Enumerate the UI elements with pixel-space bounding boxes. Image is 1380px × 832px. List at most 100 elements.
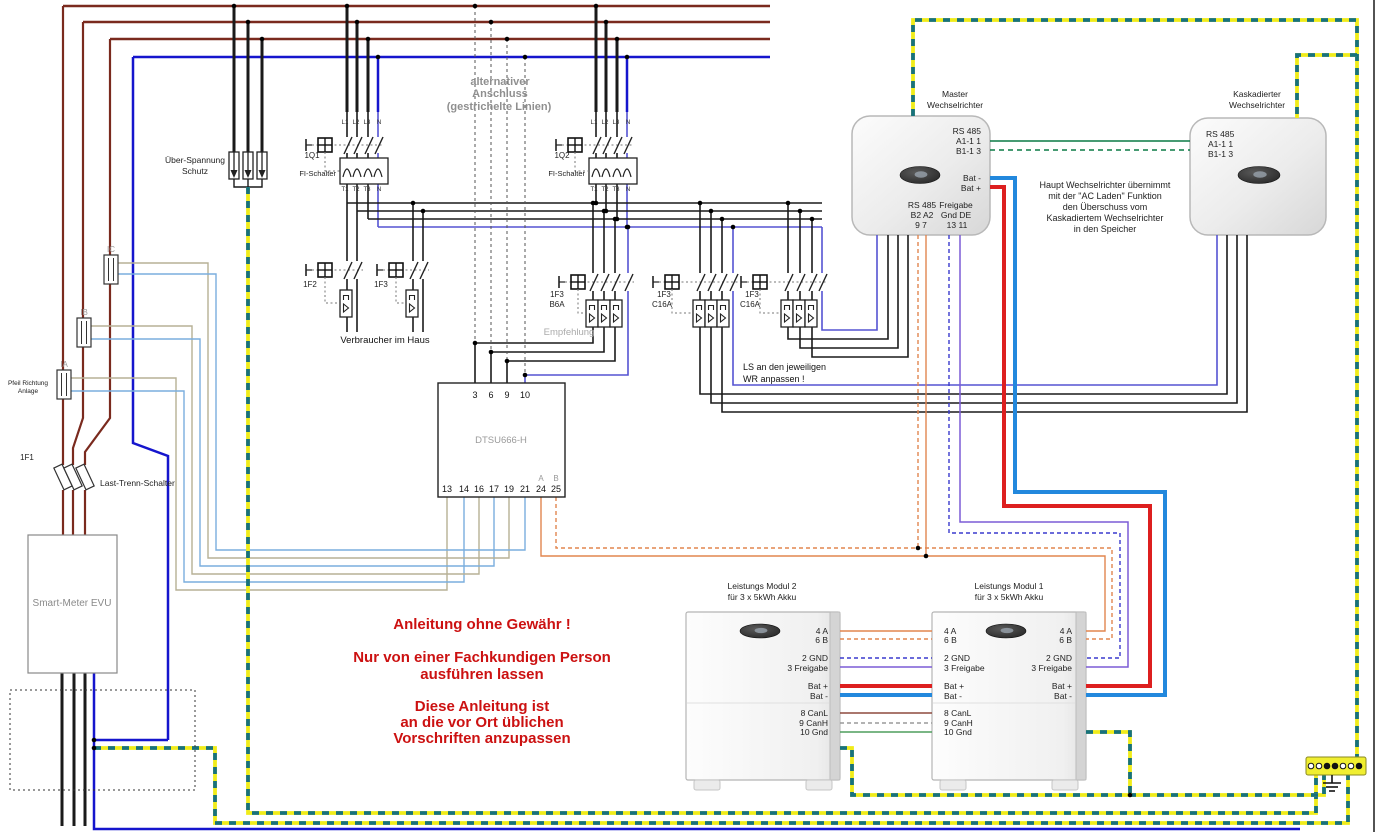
junction-dot <box>91 745 97 751</box>
dtsu-pin-17: 17 <box>489 484 499 494</box>
label-g2-1f3: 1F3 <box>657 290 671 299</box>
label-kask-2: Wechselrichter <box>1229 100 1285 110</box>
g2-p2-b <box>710 235 1238 404</box>
bat-plus <box>990 185 1152 688</box>
pe-meter <box>94 746 1350 825</box>
dtsu-pin-13: 13 <box>442 484 452 494</box>
junction-dot <box>593 3 599 9</box>
junction-dot <box>472 3 478 9</box>
component-boxes-layer <box>9 157 638 791</box>
m1l-6b: 6 B <box>944 635 957 645</box>
switch-g2-contact <box>718 273 728 292</box>
warn-3: ausführen lassen <box>420 666 543 683</box>
label-fi-schalter-2: FI-Schalter <box>548 169 585 178</box>
master-freigabe: Freigabe <box>939 200 973 210</box>
m1l-canh: 9 CanH <box>944 718 973 728</box>
wire <box>395 277 406 304</box>
junction-dot <box>91 737 97 743</box>
switch-1q1-contact <box>353 136 363 155</box>
warn-5: an die vor Ort üblichen <box>400 714 563 731</box>
junction-dot <box>344 3 350 9</box>
label-ueberspannung-1: Über-Spannung <box>165 155 225 165</box>
dtsu-a-wire <box>540 497 1106 632</box>
dtsu-pin-3: 3 <box>472 390 477 400</box>
arrester-l1-arrow-icon <box>230 170 238 178</box>
g2-p1-b <box>699 235 1228 395</box>
dtsu-pin-25: 25 <box>551 484 561 494</box>
warn-6: Vorschriften anzupassen <box>393 730 570 747</box>
m1r-freigabe: 3 Freigabe <box>1031 663 1072 673</box>
switch-1f3-haus-contact <box>419 261 429 280</box>
label-alt-2: Anschluss <box>472 88 528 100</box>
breaker-g2-1 <box>692 299 706 328</box>
q1-l1: L1 <box>342 120 349 126</box>
wire <box>783 304 791 310</box>
ct-ib <box>76 317 92 348</box>
m2r-2gnd: 2 GND <box>802 653 828 663</box>
label-1f3-haus: 1F3 <box>374 280 388 289</box>
switch-1q2-contact <box>602 136 612 155</box>
ct-ic <box>103 254 119 285</box>
battery-module2-logo-emblem <box>754 627 768 634</box>
junction-dot <box>410 200 416 206</box>
switch-g3-contact <box>796 273 806 292</box>
fi-hooks-1q2 <box>601 168 611 178</box>
bat-minus <box>990 176 1167 697</box>
junction-dot <box>522 372 528 378</box>
ct-ia-s1 <box>71 377 448 591</box>
ct-ib-s1 <box>91 325 480 575</box>
wire <box>408 294 416 300</box>
battery-module1-strip <box>1075 611 1087 781</box>
breaker-1f2 <box>339 289 353 318</box>
pe-terminal-bar-terminal <box>1331 762 1339 770</box>
junction-dot <box>488 19 494 25</box>
switch-g3-contact <box>818 273 828 292</box>
label-g3-1f3: 1F3 <box>745 290 759 299</box>
breaker-1f3-haus <box>405 289 419 318</box>
pe-inverter-top <box>911 18 1359 757</box>
fi-hooks-1q2 <box>612 168 622 178</box>
switch-1q2-contact <box>613 136 623 155</box>
q1-t2: T2 <box>352 187 360 193</box>
breaker-g3-2-release-icon <box>795 312 803 324</box>
dtsu-b: B <box>553 474 558 483</box>
pe-terminal-bar-terminal <box>1347 762 1355 770</box>
switch-1q2-contact <box>623 136 633 155</box>
wire <box>795 304 803 310</box>
mod1-title-2: für 3 x 5kWh Akku <box>975 592 1044 602</box>
dtsu-a: A <box>538 474 544 483</box>
fi-hooks-1q1 <box>342 168 352 178</box>
wire <box>707 304 715 310</box>
pe-terminal-bar-terminal <box>1339 762 1347 770</box>
battery-module2-foot-r <box>805 779 833 791</box>
master-97: 9 7 <box>915 220 927 230</box>
junction-dot <box>915 545 921 551</box>
switch-g1-contact <box>611 273 621 292</box>
breaker-g1-1-release-icon <box>588 312 596 324</box>
wire <box>695 304 703 310</box>
label-ls-1: LS an den jeweiligen <box>743 362 826 372</box>
breaker-g2-1-release-icon <box>695 312 703 324</box>
label-1f1: 1F1 <box>20 453 34 462</box>
wire <box>807 304 815 310</box>
pe-terminal-bar-terminal <box>1355 762 1363 770</box>
breaker-g1-2-release-icon <box>600 312 608 324</box>
component-bodies-layer <box>685 115 1327 791</box>
switch-g1-contact <box>589 273 599 292</box>
breaker-g1-3-release-icon <box>612 312 620 324</box>
breaker-g2-2-release-icon <box>707 312 715 324</box>
q2-t3: T3 <box>612 187 620 193</box>
m1l-canl: 8 CanL <box>944 708 972 718</box>
dtsu-title: DTSU666-H <box>475 435 527 446</box>
label-smart-meter: Smart-Meter EVU <box>33 598 112 609</box>
m1r-batp: Bat + <box>1052 681 1072 691</box>
dtsu-pin-9: 9 <box>504 390 509 400</box>
label-master-1: Master <box>942 89 968 99</box>
master-a11: A1-1 1 <box>956 136 981 146</box>
m1r-batm: Bat - <box>1054 691 1072 701</box>
fi-box-1q1 <box>339 157 389 185</box>
label-master-2: Wechselrichter <box>927 100 983 110</box>
switch-1q1-contact <box>343 136 353 155</box>
q2-tn: N <box>626 187 630 193</box>
junction-dot <box>625 224 631 230</box>
